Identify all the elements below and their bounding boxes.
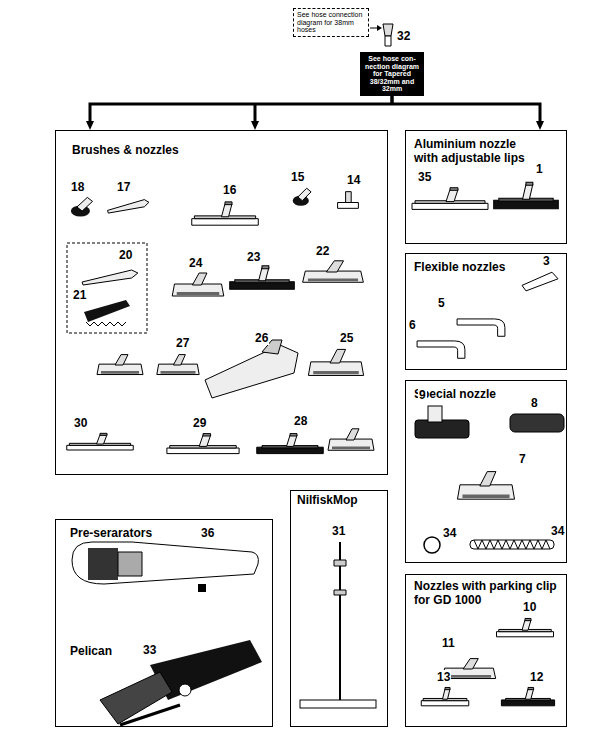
group-box: Brushes & nozzles <box>55 130 388 475</box>
callout-number: 31 <box>331 524 346 538</box>
callout-number: 25 <box>339 331 354 345</box>
callout-number: 3 <box>542 254 551 268</box>
group-title: Flexible nozzles <box>414 260 505 274</box>
group-title: Aluminium nozzle with adjustable lips <box>414 137 538 165</box>
reference-box: See hose con- nection diagram for Tapere… <box>360 52 424 96</box>
callout-number: 23 <box>246 250 261 264</box>
callout-number: 6 <box>408 318 417 332</box>
note-box: See hose connection diagram for 38mm hos… <box>293 8 369 37</box>
group-box: Nozzles with parking clip for GD 1000 <box>405 574 567 727</box>
callout-number: 35 <box>417 170 432 184</box>
callout-number: 1 <box>535 162 544 176</box>
callout-number: 17 <box>116 180 131 194</box>
connector-arrow <box>86 96 392 131</box>
note-text: See hose con- nection diagram for Tapere… <box>362 55 422 93</box>
group-title: Pre-serarators <box>70 526 152 540</box>
callout-number: 18 <box>70 180 85 194</box>
callout-number: 36 <box>200 526 215 540</box>
connector-arrow <box>392 96 544 131</box>
callout-number: 24 <box>188 256 203 270</box>
callout-number: 15 <box>290 170 305 184</box>
callout-number: 21 <box>72 288 87 302</box>
callout-number: 7 <box>518 452 527 466</box>
callout-number: 13 <box>436 670 451 684</box>
note-text: See hose connection diagram for 38mm hos… <box>297 11 365 34</box>
callout-number: 16 <box>222 183 237 197</box>
callout-number: 11 <box>441 636 456 650</box>
callout-number: 27 <box>175 336 190 350</box>
group-box: Flexible nozzles <box>405 253 567 370</box>
callout-number: 8 <box>530 396 539 410</box>
group-title: NilfiskMop <box>297 493 358 507</box>
callout-number: 33 <box>142 643 157 657</box>
callout-number: 34 <box>550 524 565 538</box>
group-title: Nozzles with parking clip for GD 1000 <box>414 579 562 607</box>
group-title: Pelican <box>70 644 112 658</box>
callout-number: 34 <box>442 526 457 540</box>
callout-number: 26 <box>254 331 269 345</box>
callout-number: 10 <box>522 600 537 614</box>
group-box: Aluminium nozzle with adjustable lips <box>405 130 567 244</box>
callout-number: 32 <box>396 29 411 43</box>
group-title: Brushes & nozzles <box>72 143 179 157</box>
callout-number: 28 <box>293 414 308 428</box>
callout-number: 14 <box>346 173 361 187</box>
callout-number: 22 <box>315 244 330 258</box>
group-box: Pre-seraratorsPelican <box>55 519 273 727</box>
group-box: Special nozzle <box>405 380 567 563</box>
callout-number: 9 <box>418 388 427 402</box>
callout-number: 12 <box>529 670 544 684</box>
callout-number: 20 <box>118 248 133 262</box>
callout-number: 5 <box>437 296 446 310</box>
callout-number: 29 <box>192 416 207 430</box>
callout-number: 30 <box>73 416 88 430</box>
